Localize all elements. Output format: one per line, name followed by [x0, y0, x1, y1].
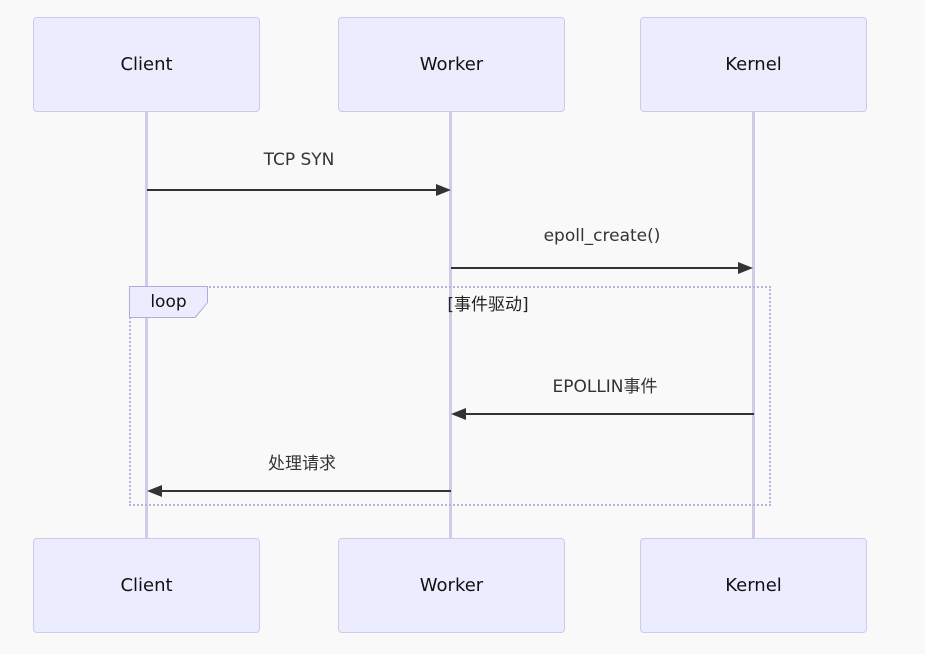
arrowhead-right-icon	[738, 262, 753, 274]
message-label-epollin-event: EPOLLIN事件	[552, 377, 658, 397]
participant-worker-bottom: Worker	[338, 538, 565, 633]
loop-label-tag: loop	[129, 286, 208, 318]
participant-label: Client	[120, 575, 173, 596]
participant-client-bottom: Client	[33, 538, 260, 633]
message-arrow-tcp-syn	[147, 189, 437, 191]
message-arrow-handle-request	[162, 490, 451, 492]
participant-kernel-top: Kernel	[640, 17, 867, 112]
participant-label: Client	[120, 54, 173, 75]
message-label-epoll-create: epoll_create()	[543, 226, 661, 246]
participant-label: Kernel	[725, 575, 782, 596]
participant-label: Kernel	[725, 54, 782, 75]
lifeline-worker	[449, 112, 452, 538]
participant-label: Worker	[419, 575, 484, 596]
lifeline-client	[145, 112, 148, 538]
lifeline-kernel	[752, 112, 755, 538]
arrowhead-left-icon	[147, 485, 162, 497]
participant-kernel-bottom: Kernel	[640, 538, 867, 633]
participant-label: Worker	[419, 54, 484, 75]
message-label-handle-request: 处理请求	[268, 454, 336, 474]
participant-client-top: Client	[33, 17, 260, 112]
message-arrow-epollin-event	[466, 413, 754, 415]
loop-label-text: loop	[130, 287, 207, 317]
loop-condition-text: [事件驱动]	[447, 295, 529, 315]
message-arrow-epoll-create	[451, 267, 739, 269]
arrowhead-left-icon	[451, 408, 466, 420]
participant-worker-top: Worker	[338, 17, 565, 112]
message-label-tcp-syn: TCP SYN	[263, 150, 335, 170]
arrowhead-right-icon	[436, 184, 451, 196]
loop-fragment-frame	[129, 286, 771, 506]
